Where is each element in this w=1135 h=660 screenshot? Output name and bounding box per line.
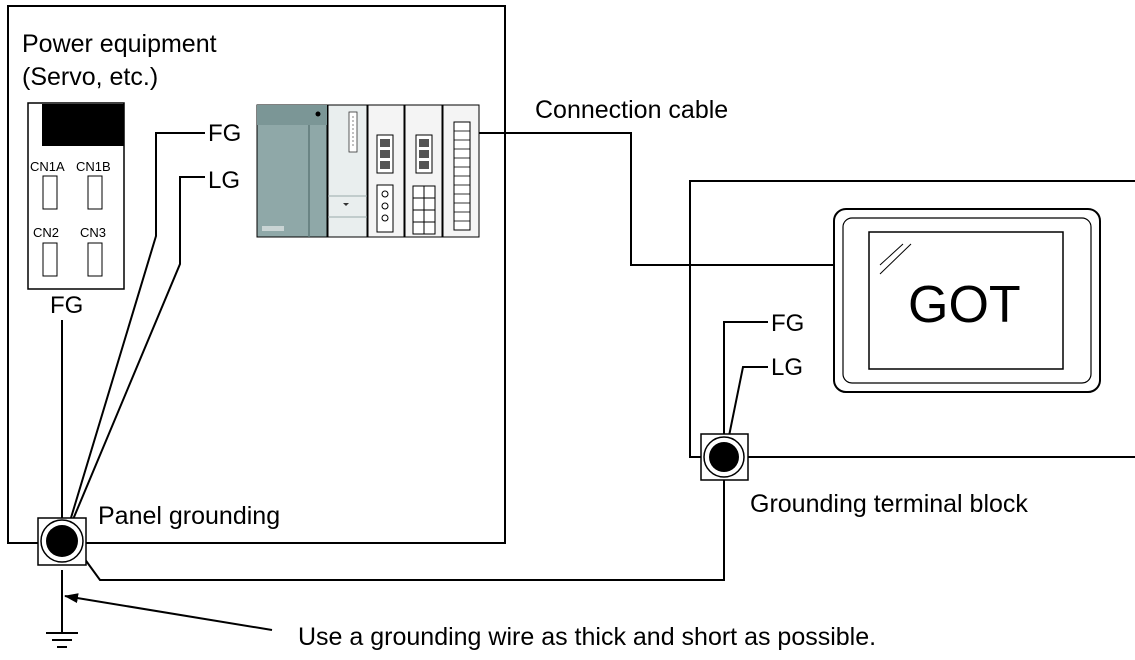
got-fg-label: FG: [771, 310, 804, 337]
plc-fg-wire: [63, 132, 205, 542]
got-screen: [868, 231, 1064, 370]
connection-cable: [479, 132, 835, 266]
plc-rack: [256, 104, 480, 238]
panel-to-terminal-wire: [83, 458, 725, 581]
panel-title-line2: (Servo, etc.): [22, 63, 158, 91]
got-cabinet-outline: [689, 180, 1135, 458]
connector-cn2: [42, 242, 58, 277]
got-display-unit: GOT: [833, 208, 1101, 393]
got-lg-label: LG: [771, 354, 803, 381]
servo-display: [42, 104, 124, 146]
plc-fg-label: FG: [208, 120, 241, 147]
connection-cable-label: Connection cable: [535, 96, 728, 124]
panel-grounding-terminal: [37, 517, 87, 566]
grounding-terminal-block-label: Grounding terminal block: [750, 490, 1028, 518]
servo-fg-label: FG: [50, 292, 83, 319]
connector-cn3: [87, 242, 103, 277]
connector-cn1a: [42, 175, 58, 210]
wiring: [61, 132, 835, 633]
servo-amplifier: CN1A CN1B CN2 CN3: [27, 102, 125, 290]
got-fg-wire: [723, 321, 768, 436]
note-arrow: [64, 593, 273, 631]
connector-label-cn2: CN2: [33, 225, 59, 240]
panel-grounding-label: Panel grounding: [98, 502, 280, 530]
plc-lg-wire: [63, 176, 205, 542]
grounding-wire-note: Use a grounding wire as thick and short …: [298, 623, 876, 651]
plc-power-supply: [256, 104, 328, 238]
panel-title-line1: Power equipment: [22, 30, 217, 58]
got-screen-text: GOT: [908, 276, 1021, 334]
plc-lg-label: LG: [208, 167, 240, 194]
connector-label-cn3: CN3: [80, 225, 106, 240]
got-lg-wire: [728, 366, 768, 437]
plc-cpu-module: [327, 104, 368, 238]
connector-label-cn1a: CN1A: [30, 159, 65, 174]
grounding-terminal-block: [700, 433, 749, 481]
connector-cn1b: [87, 175, 103, 210]
earth-ground-icon: [46, 632, 78, 648]
connector-label-cn1b: CN1B: [76, 159, 111, 174]
control-panel-enclosure: [7, 5, 506, 544]
